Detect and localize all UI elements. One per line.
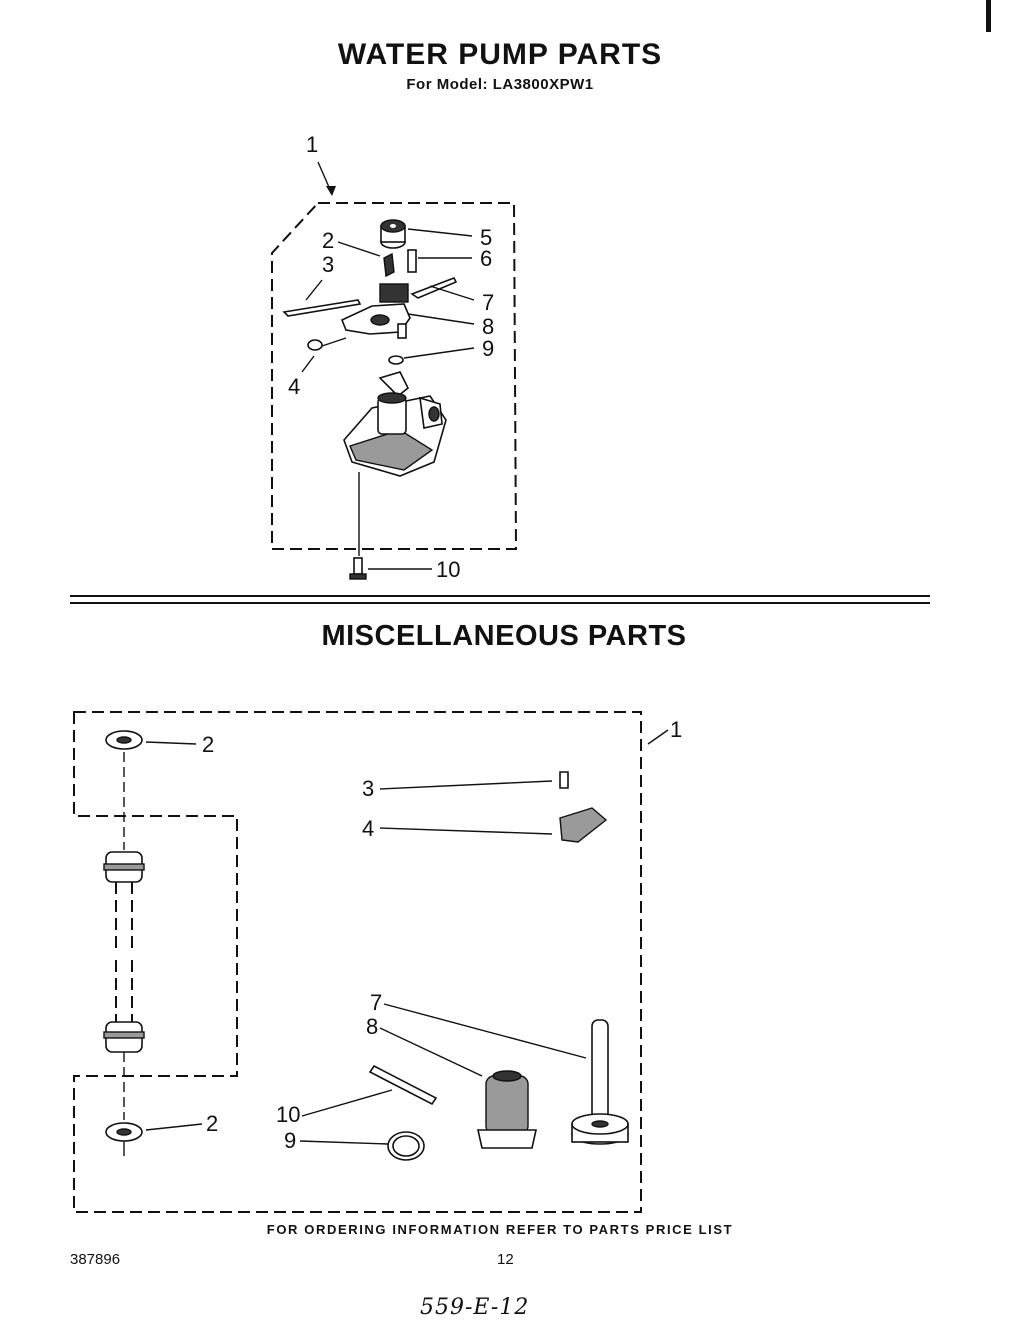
model-line: For Model: LA3800XPW1 [406, 76, 594, 93]
wp-callout-10: 10 [436, 557, 460, 582]
water-pump-kit-outline [271, 202, 518, 550]
misc-callout-8: 8 [366, 1014, 378, 1039]
leveling-leg-part [571, 1019, 629, 1145]
misc-callout-1: 1 [670, 717, 682, 742]
wp-callout-8: 8 [482, 314, 494, 339]
mounting-bracket-part [340, 283, 411, 339]
fill-hose-part [103, 752, 145, 1120]
document-number: 387896 [70, 1251, 121, 1268]
handwritten-code: 559-E-12 [420, 1295, 530, 1320]
ordering-note: FOR ORDERING INFORMATION REFER TO PARTS … [266, 1222, 734, 1237]
label-tag-part [559, 807, 608, 843]
wp-callout-4: 4 [288, 374, 300, 399]
screw-part [349, 557, 367, 580]
misc-callout-7: 7 [370, 990, 382, 1015]
wp-callout-5: 5 [480, 225, 492, 250]
misc-callout-3: 3 [362, 776, 374, 801]
misc-group: 1 2 2 3 4 7 [73, 711, 682, 1213]
wp-callout-3: 3 [322, 252, 334, 277]
water-pump-title: WATER PUMP PARTS [337, 38, 663, 71]
misc-callout-9: 9 [284, 1128, 296, 1153]
misc-kit-outline [73, 711, 642, 1213]
small-clip-part [307, 339, 323, 351]
pump-housing-part [343, 371, 447, 477]
misc-title: MISCELLANEOUS PARTS [321, 620, 687, 652]
misc-callout-2b: 2 [206, 1111, 218, 1136]
strap-part [368, 1064, 438, 1106]
misc-callout-10: 10 [276, 1102, 300, 1127]
clip-part [383, 252, 395, 278]
misc-callout-4: 4 [362, 816, 374, 841]
wp-callout-6: 6 [480, 246, 492, 271]
spring-arm-part [282, 299, 362, 317]
pulley-part [380, 219, 406, 249]
misc-screw-part [559, 771, 569, 789]
edge-mark [986, 0, 991, 32]
bracket-part [407, 249, 417, 273]
wp-callout-9: 9 [482, 336, 494, 361]
wp-callout-2: 2 [322, 228, 334, 253]
misc-callout-2a: 2 [202, 732, 214, 757]
water-pump-group: 1 5 6 2 3 7 [271, 132, 518, 582]
rubber-cap-part [477, 1070, 537, 1149]
wp-callout-7: 7 [482, 290, 494, 315]
nut-part [388, 355, 404, 365]
page-number: 12 [497, 1251, 514, 1268]
wp-callout-1: 1 [306, 132, 318, 157]
